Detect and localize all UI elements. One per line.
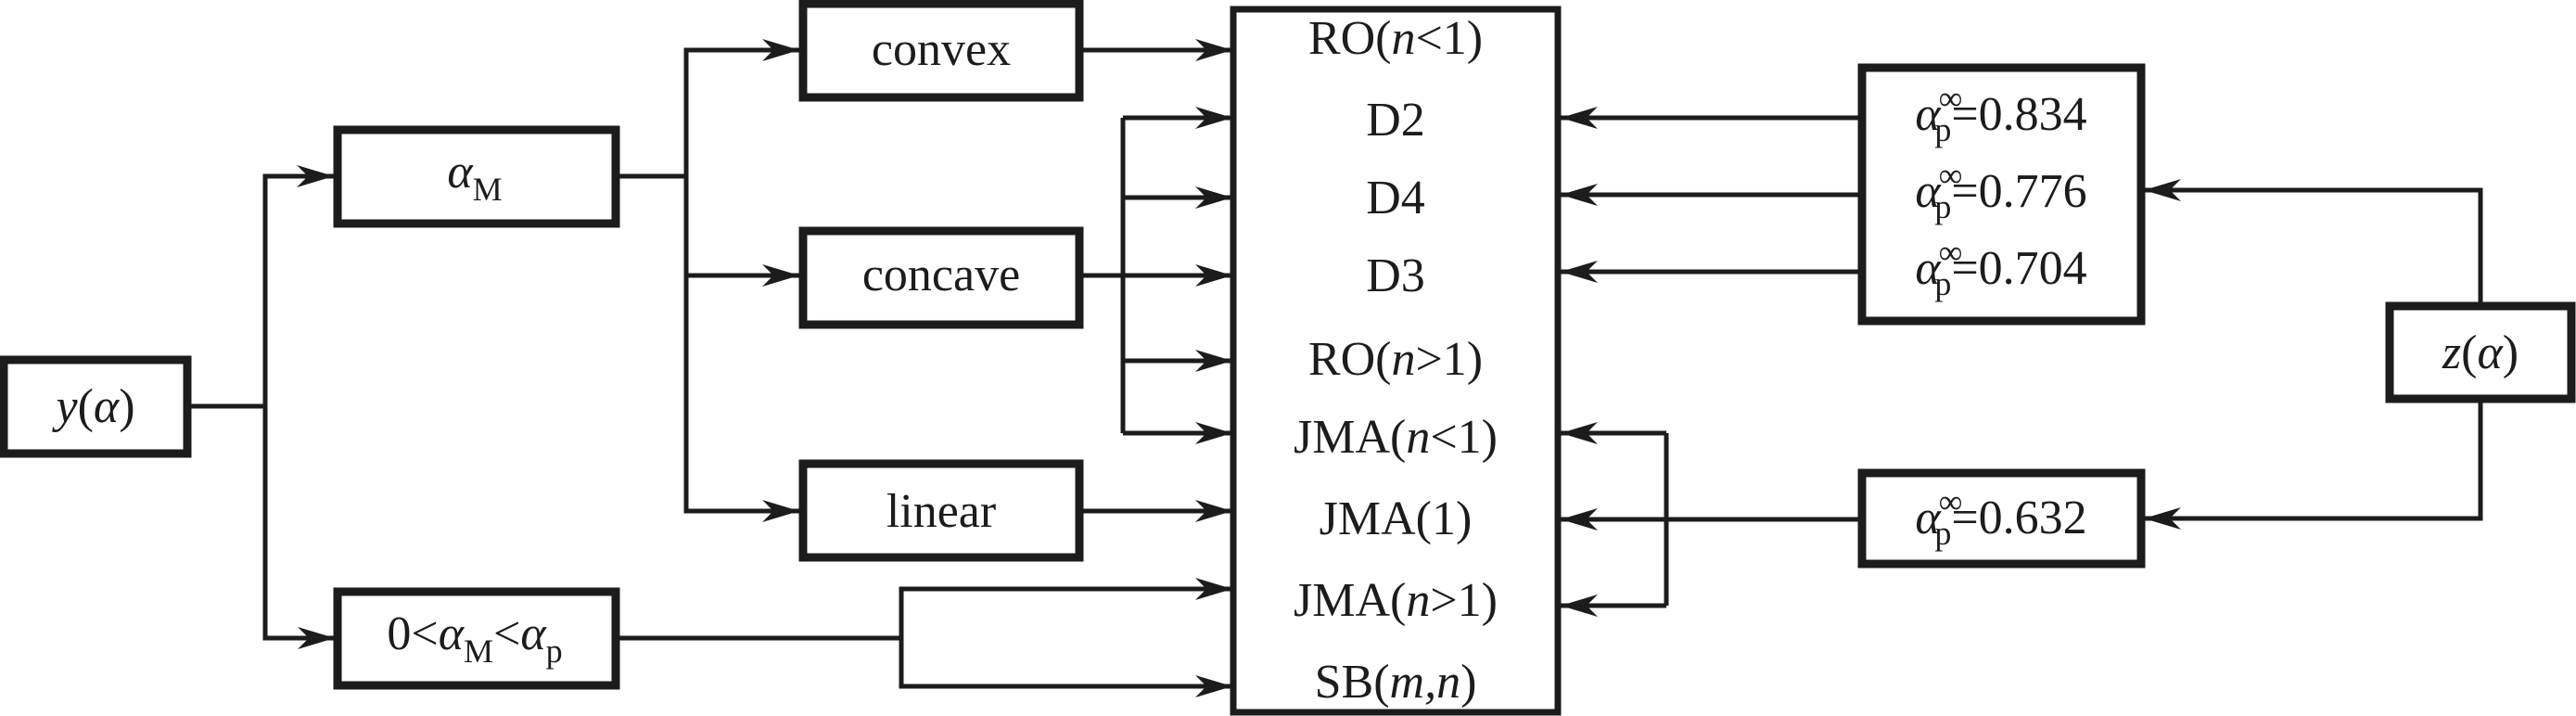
node-condition: 0<αM<αp: [333, 587, 620, 690]
model-item: D2: [1366, 94, 1425, 147]
svg-text:z(α): z(α): [2442, 326, 2519, 379]
node-z-alpha: z(α): [2385, 301, 2576, 403]
svg-text:αM: αM: [447, 146, 502, 208]
z-arg: α: [2477, 326, 2504, 379]
y-fn: y: [51, 380, 78, 433]
node-alpha-p-single: α∞p=0.632: [1857, 468, 2146, 569]
node-alpha-p-group: α∞p=0.834 α∞p=0.776 α∞p=0.704: [1857, 63, 2146, 326]
svg-text:0<αM<αp: 0<αM<αp: [387, 607, 562, 670]
model-item: SB(m,n): [1315, 656, 1477, 709]
z-fn: z: [2442, 326, 2461, 379]
wire-fork-to-alpha-m: [262, 165, 334, 406]
alpha-p-list: α∞p=0.834 α∞p=0.776 α∞p=0.704: [1915, 80, 2086, 302]
alpha-subscript: M: [473, 171, 503, 208]
wire-fork-to-convex: [683, 39, 799, 176]
y-arg: α: [94, 380, 121, 433]
wire-fork-to-sb: [899, 638, 1232, 697]
wire-fork-to-linear: [683, 275, 799, 522]
alpha-symbol: α: [447, 146, 474, 198]
alpha-p-value: α∞p=0.776: [1915, 157, 2086, 225]
wire-fork-to-jma-gt1: [899, 578, 1232, 638]
model-item: JMA(n>1): [1294, 574, 1498, 627]
wire-fork-to-condition: [262, 406, 335, 649]
model-item: D3: [1366, 249, 1425, 302]
wire-fork-to-concave: [683, 176, 799, 287]
convex-label: convex: [872, 23, 1011, 76]
node-concave: concave: [798, 226, 1084, 329]
model-item: D4: [1366, 172, 1425, 224]
alpha-p-0632-label: α∞p=0.632: [1915, 483, 2086, 552]
model-item: JMA(n<1): [1294, 411, 1498, 464]
wire-z-to-ap-group: [2144, 179, 2483, 304]
node-convex: convex: [798, 0, 1084, 102]
wire-z-to-ap632: [2144, 401, 2483, 530]
node-alpha-m: αM: [333, 125, 620, 228]
model-item: RO(n>1): [1308, 333, 1483, 386]
node-linear: linear: [798, 459, 1084, 562]
connectors: [188, 39, 2483, 697]
linear-label: linear: [886, 485, 996, 538]
svg-text:y(α): y(α): [51, 380, 134, 433]
alpha-p-value: α∞p=0.834: [1915, 80, 2086, 148]
alpha-p-value: α∞p=0.704: [1915, 234, 2086, 302]
node-y-alpha: y(α): [0, 355, 192, 458]
concave-label: concave: [862, 249, 1020, 301]
model-item: RO(n<1): [1308, 12, 1483, 65]
model-item: JMA(1): [1320, 492, 1473, 545]
